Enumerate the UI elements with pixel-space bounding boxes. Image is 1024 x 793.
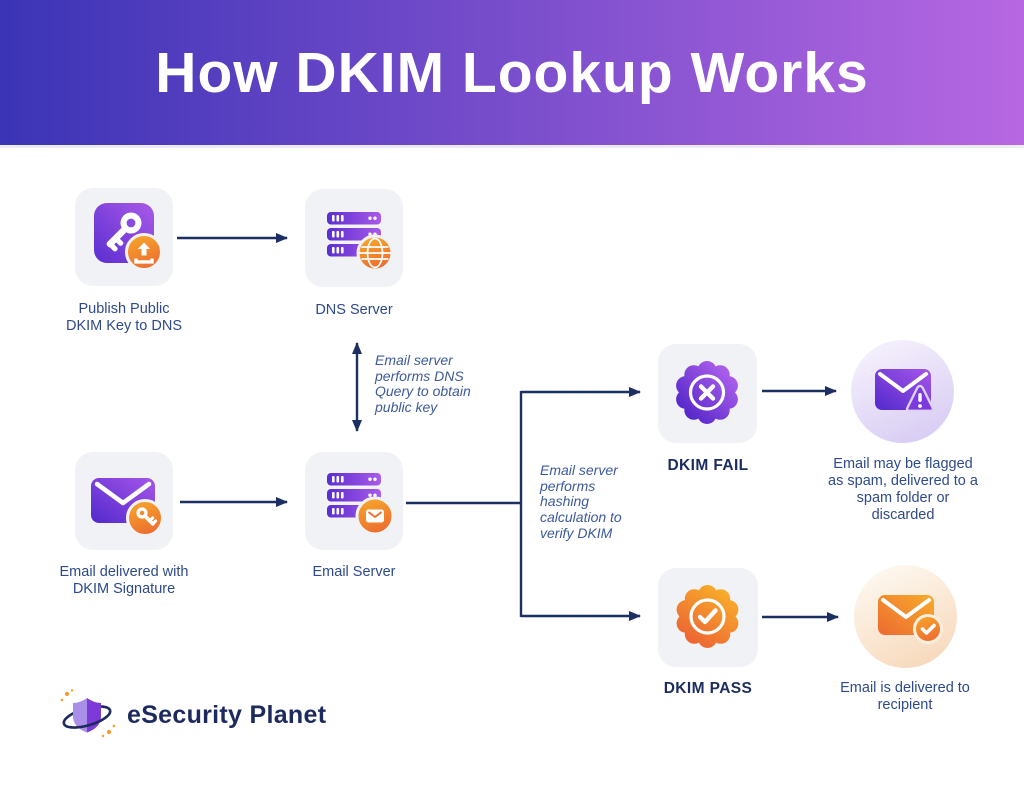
dns-query-annotation: Email server performs DNS Query to obtai… <box>375 352 471 416</box>
page-title: How DKIM Lookup Works <box>155 40 869 105</box>
dkim-fail-card <box>658 344 757 443</box>
spam-result-circle <box>851 340 954 443</box>
dkim-pass-label: DKIM PASS <box>663 680 753 697</box>
email-signature-card <box>75 452 173 550</box>
publish-key-label: Publish Public DKIM Key to DNS <box>65 301 183 335</box>
email-server-card <box>305 452 403 550</box>
spam-result-label: Email may be flagged as spam, delivered … <box>828 456 978 524</box>
delivered-result-circle <box>854 565 957 668</box>
dns-server-label: DNS Server <box>315 302 393 318</box>
fail-seal-icon <box>676 361 738 424</box>
server-globe-icon <box>327 212 394 272</box>
email-signature-label: Email delivered with DKIM Signature <box>59 564 189 598</box>
server-envelope-icon <box>327 473 395 536</box>
email-server-label: Email Server <box>312 564 396 580</box>
hashing-annotation: Email server performs hashing calculatio… <box>540 462 622 541</box>
brand-logo: eSecurity Planet <box>58 688 326 742</box>
dkim-fail-label: DKIM FAIL <box>667 457 749 474</box>
delivered-result-label: Email is delivered to recipient <box>840 680 970 714</box>
pass-seal-icon <box>676 585 739 648</box>
publish-key-card <box>75 188 173 286</box>
branch-line <box>406 391 523 617</box>
brand-name: eSecurity Planet <box>127 700 327 729</box>
envelope-check-icon <box>878 595 943 644</box>
dns-server-card <box>305 189 403 287</box>
dkim-pass-card <box>658 568 758 667</box>
header-banner: How DKIM Lookup Works <box>0 0 1024 148</box>
envelope-warning-icon <box>875 369 935 412</box>
shield-planet-icon <box>60 689 116 738</box>
envelope-key-icon <box>91 478 164 537</box>
key-upload-icon <box>94 203 163 271</box>
